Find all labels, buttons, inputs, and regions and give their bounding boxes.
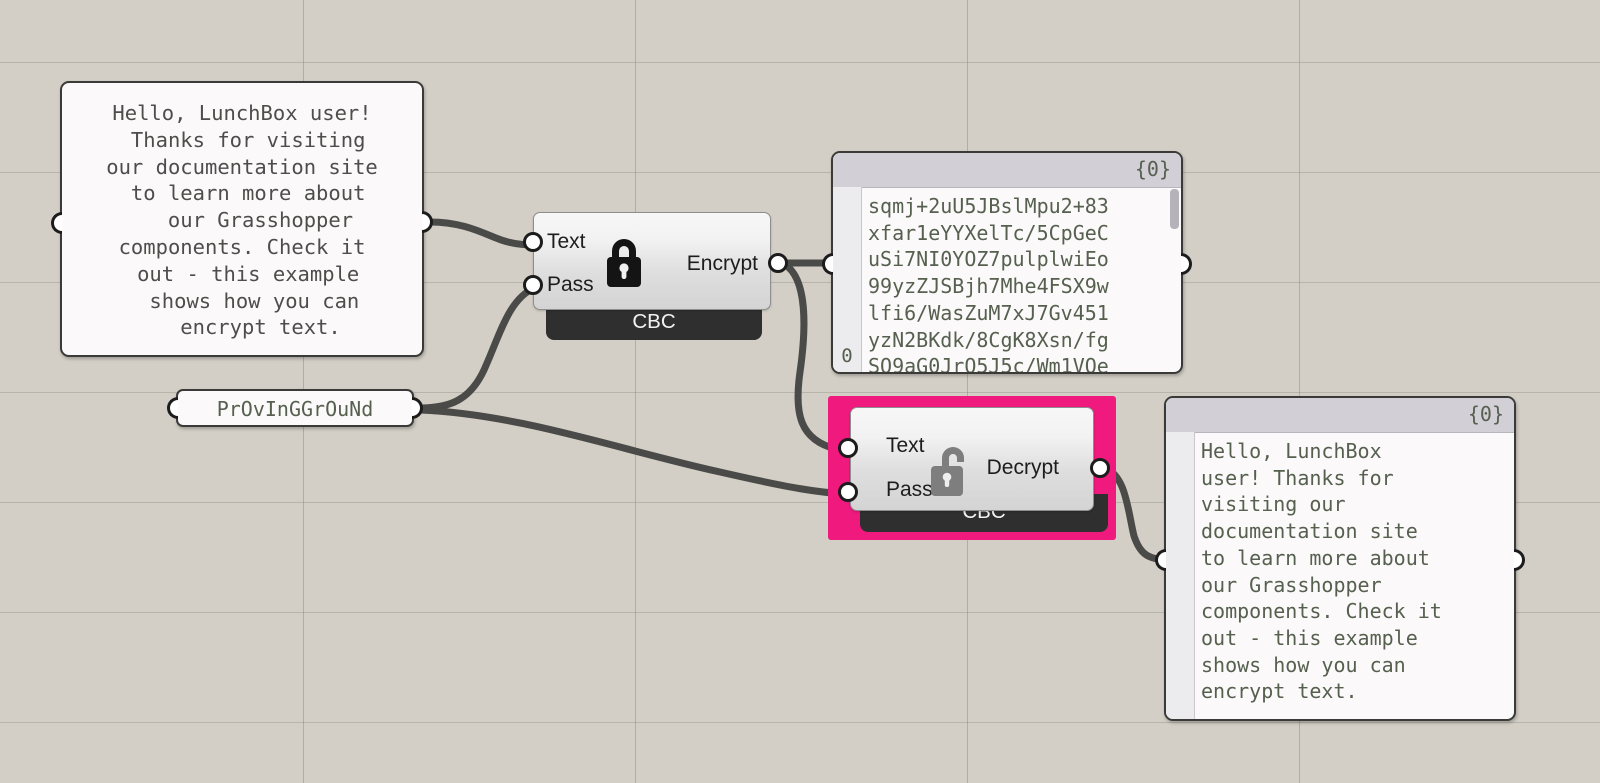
- encrypted-panel-path-label: {0}: [1134, 157, 1171, 181]
- password-panel[interactable]: PrOvInGGrOuNd: [176, 389, 414, 427]
- decrypt-component-body[interactable]: Text Pass Decrypt: [850, 407, 1094, 511]
- encrypt-input-pass-label: Pass: [547, 273, 594, 296]
- encrypted-panel-scrollbar[interactable]: [1170, 189, 1179, 229]
- encrypt-input-pass-connector[interactable]: [523, 275, 543, 295]
- decrypt-input-pass-label: Pass: [886, 478, 933, 501]
- encrypted-panel-content: sqmj+2uU5JBslMpu2+83 xfar1eYYXelTc/5CpGe…: [868, 194, 1109, 372]
- decrypt-input-text-connector[interactable]: [838, 438, 858, 458]
- encrypted-panel-in-connector[interactable]: [822, 253, 833, 275]
- encrypt-component-body[interactable]: Text Pass Encrypt: [533, 212, 771, 310]
- input-panel-out-connector[interactable]: [422, 211, 433, 233]
- input-text-panel-content: Hello, LunchBox user! Thanks for visitin…: [106, 101, 378, 340]
- input-text-panel[interactable]: Hello, LunchBox user! Thanks for visitin…: [60, 81, 424, 357]
- password-panel-in-connector[interactable]: [167, 397, 178, 419]
- wire-input-to-encrypt-text: [426, 218, 538, 249]
- decrypt-input-text-label: Text: [886, 434, 925, 457]
- encrypt-output-label: Encrypt: [686, 252, 758, 275]
- encrypted-panel-index-label: 0: [841, 345, 853, 367]
- decrypted-panel-content: Hello, LunchBox user! Thanks for visitin…: [1201, 439, 1442, 704]
- encrypt-mode-footer[interactable]: CBC: [546, 304, 762, 340]
- wire-pass-to-encrypt-pass: [416, 284, 538, 412]
- encrypted-panel-header: {0}: [833, 153, 1181, 188]
- encrypted-output-panel[interactable]: {0} 0 sqmj+2uU5JBslMpu2+83 xfar1eYYXelTc…: [831, 151, 1183, 374]
- encrypted-panel-out-connector[interactable]: [1181, 253, 1192, 275]
- decrypted-panel-out-connector[interactable]: [1514, 549, 1525, 571]
- encrypt-input-text-connector[interactable]: [523, 232, 543, 252]
- decrypted-panel-body: Hello, LunchBox user! Thanks for visitin…: [1195, 432, 1514, 719]
- decrypted-output-panel[interactable]: {0} 0 Hello, LunchBox user! Thanks for v…: [1164, 396, 1516, 721]
- encrypted-panel-body: sqmj+2uU5JBslMpu2+83 xfar1eYYXelTc/5CpGe…: [862, 187, 1181, 372]
- input-panel-in-connector[interactable]: [51, 212, 62, 234]
- encrypt-output-connector[interactable]: [768, 253, 788, 273]
- closed-padlock-icon: [598, 234, 650, 295]
- wire-pass-to-decrypt-pass: [416, 406, 852, 498]
- decrypted-panel-header: {0}: [1166, 398, 1514, 433]
- decrypted-panel-gutter: [1166, 432, 1195, 719]
- decrypted-panel-in-connector[interactable]: [1155, 549, 1166, 571]
- encrypted-panel-gutter: [833, 187, 862, 372]
- decrypt-output-connector[interactable]: [1090, 458, 1110, 478]
- encrypt-input-text-label: Text: [547, 230, 586, 253]
- decrypt-output-label: Decrypt: [986, 456, 1059, 479]
- decrypted-panel-path-label: {0}: [1467, 402, 1504, 426]
- open-padlock-icon: [923, 442, 977, 505]
- password-panel-content: PrOvInGGrOuNd: [216, 397, 374, 421]
- decrypt-input-pass-connector[interactable]: [838, 482, 858, 502]
- password-panel-out-connector[interactable]: [412, 397, 423, 419]
